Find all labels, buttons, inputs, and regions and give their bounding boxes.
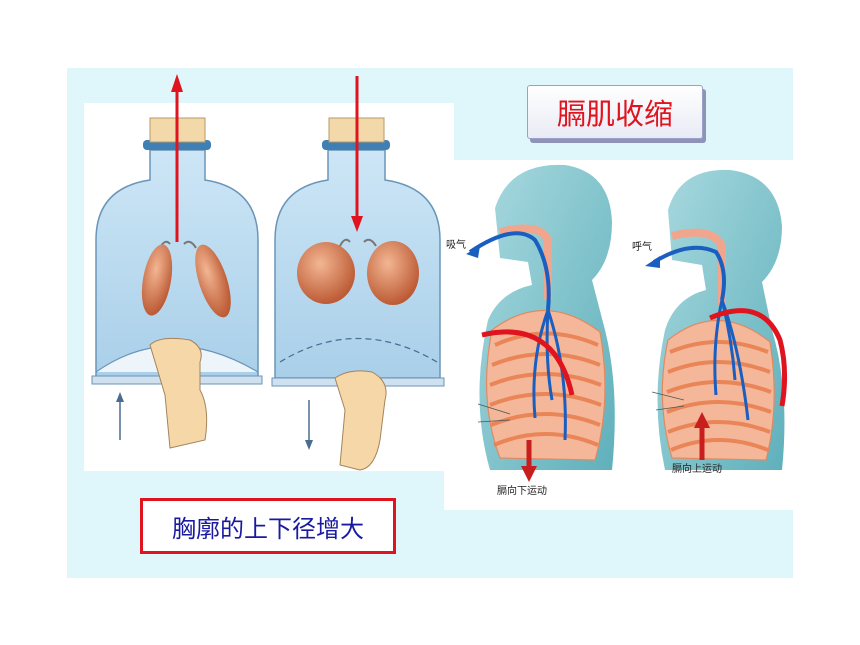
page-title: 膈肌收缩	[556, 97, 673, 131]
label-exhale: 呼气	[632, 240, 652, 253]
caption-box: 胸廓的上下径增大	[140, 498, 396, 554]
caption-text: 胸廓的上下径增大	[172, 514, 364, 543]
title-box: 膈肌收缩	[527, 85, 703, 139]
label-diaphragm-down: 膈向下运动	[497, 484, 547, 497]
label-diaphragm-up: 膈向上运动	[672, 462, 722, 475]
bell-jar-right	[271, 76, 445, 471]
torso-exhale: 呼气 膈向上运动	[632, 169, 788, 475]
bell-jar-left	[91, 74, 263, 449]
torso-inhale: 吸气 膈向下运动	[446, 164, 615, 497]
label-inhale: 吸气	[446, 238, 466, 251]
